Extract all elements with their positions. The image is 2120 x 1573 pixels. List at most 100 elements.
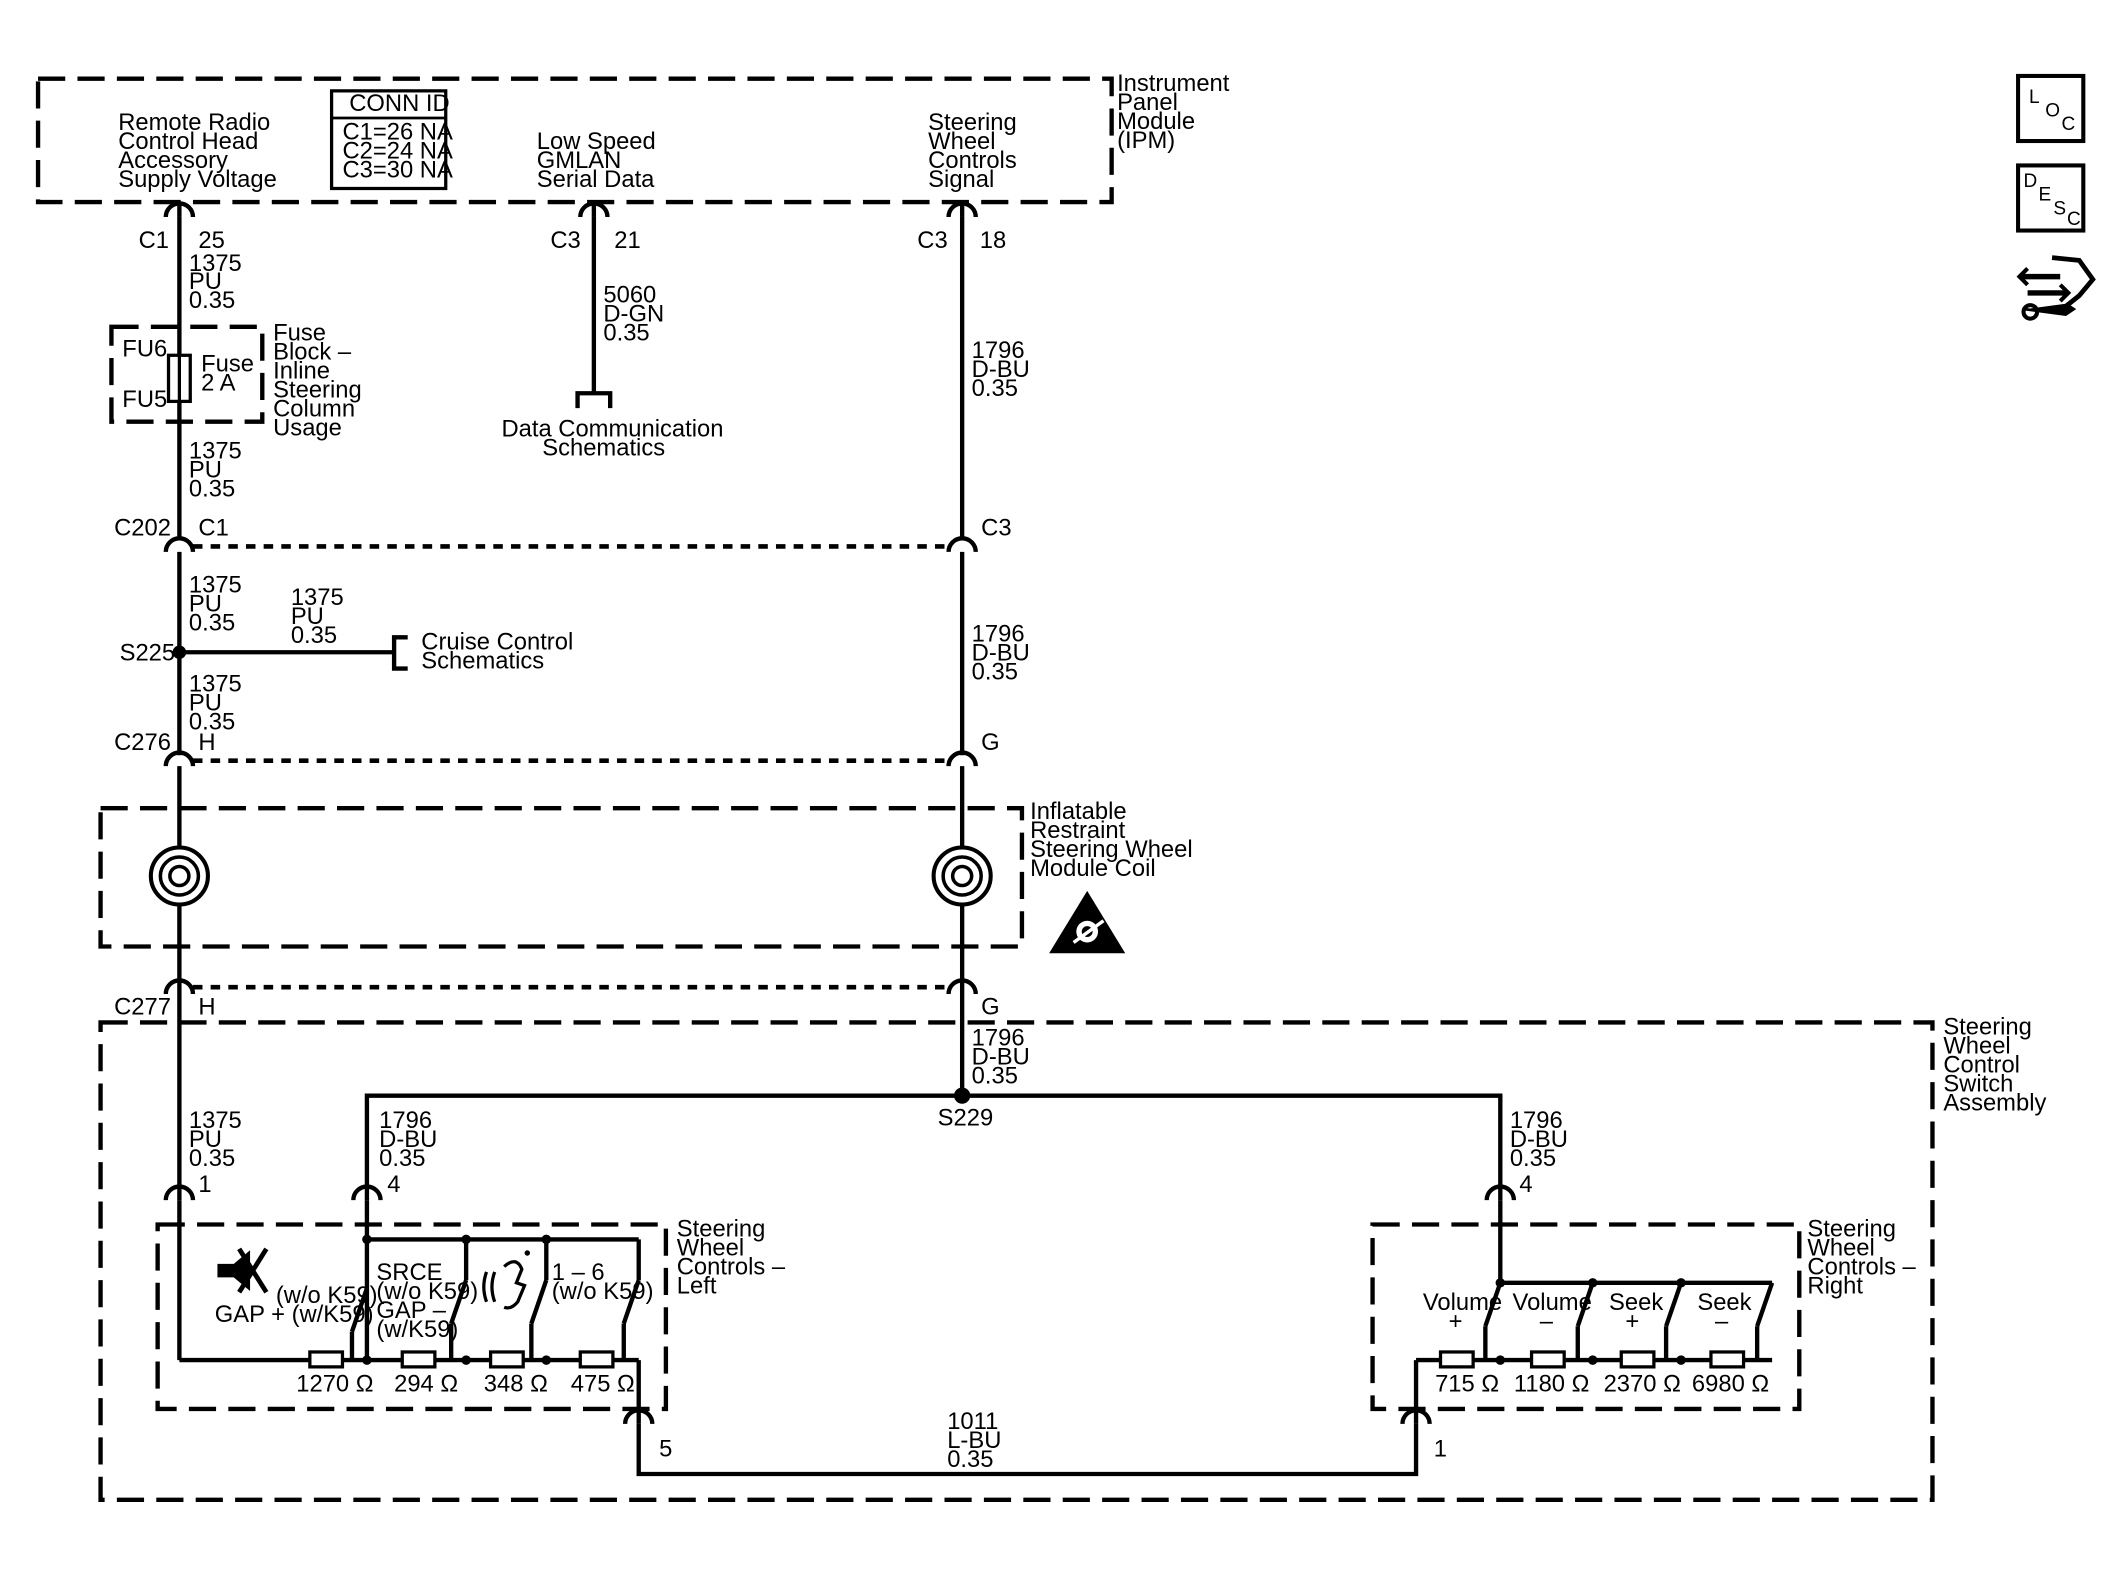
switch-label-volume-plus: Volume + [1423,1289,1502,1335]
data-comm-ref-bracket [575,391,613,409]
svg-text:1796: 1796 [972,337,1025,364]
svg-text:PU: PU [189,1126,222,1153]
connector-c1-pin25: C1 25 [139,201,225,254]
svg-text:1011: 1011 [947,1408,998,1435]
svg-text:PU: PU [189,591,222,618]
svg-text:0.35: 0.35 [189,1145,235,1172]
svg-text:Restraint: Restraint [1030,817,1126,844]
svg-text:Block –: Block – [273,338,352,365]
svg-text:(w/o K59): (w/o K59) [552,1278,654,1305]
svg-text:+: + [1625,1308,1639,1335]
svg-text:Wheel: Wheel [1943,1033,2010,1060]
connector-c202: C202 C1 C3 [114,515,1012,553]
fuse-block-box [109,324,265,424]
svg-text:Seek: Seek [1697,1289,1751,1316]
svg-text:1375: 1375 [189,437,242,464]
loc-icon[interactable]: L O C [2016,73,2086,144]
svg-text:S: S [2053,198,2066,219]
svg-text:Control: Control [1943,1052,2020,1079]
svg-text:1796: 1796 [972,620,1025,647]
svg-text:Supply Voltage: Supply Voltage [118,166,277,193]
svg-text:Volume: Volume [1513,1289,1592,1316]
svg-text:1796: 1796 [379,1107,432,1134]
svg-text:1: 1 [198,1171,211,1198]
switch-label-srce: SRCE (w/o K59) GAP – (w/K59) [376,1259,478,1343]
connector-repair-icon[interactable] [2016,255,2096,321]
connector-c3-pin18: C3 18 [917,201,1006,254]
switch-label-seek-plus: Seek + [1609,1289,1663,1335]
junction [1676,1355,1686,1365]
svg-text:Module: Module [1117,108,1195,135]
svg-text:0.35: 0.35 [379,1145,425,1172]
pin-label-remote-radio: Remote Radio Control Head Accessory Supp… [118,109,277,193]
svg-text:Schematics: Schematics [542,435,665,462]
swcsa-label: Steering Wheel Control Switch Assembly [1943,1014,2046,1117]
svg-text:L: L [2029,87,2040,108]
svg-text:D-GN: D-GN [603,300,664,327]
wire-label-1796-left: 1796 D-BU 0.35 [379,1107,437,1172]
resistor-value: 715 Ω [1435,1370,1499,1397]
svg-text:0.35: 0.35 [947,1446,993,1473]
wire-label-1375-cruise: 1375 PU 0.35 [291,584,344,649]
switch-label-seek-minus: Seek – [1697,1289,1751,1335]
svg-text:C1: C1 [139,227,169,254]
wire-label-1375-e: 1375 PU 0.35 [189,1107,242,1172]
resistor-value: 294 Ω [394,1370,458,1397]
coil-label: Inflatable Restraint Steering Wheel Modu… [1030,798,1193,882]
svg-text:Control Head: Control Head [118,128,258,155]
svg-text:D: D [2024,171,2038,192]
desc-icon[interactable]: D E S C [2016,163,2086,233]
svg-text:0.35: 0.35 [972,1062,1018,1089]
fuse-label: Fuse [201,351,254,378]
svg-text:Panel: Panel [1117,89,1178,116]
svg-text:H: H [198,993,215,1020]
svg-text:Serial Data: Serial Data [537,166,655,193]
svg-text:GAP –: GAP – [376,1297,446,1324]
svg-text:0.35: 0.35 [189,287,235,314]
swc-right-box [1370,1222,1802,1412]
svg-text:GMLAN: GMLAN [537,147,622,174]
svg-text:Fuse: Fuse [273,319,326,346]
svg-text:D-BU: D-BU [972,356,1030,383]
resistor-value: 348 Ω [484,1370,548,1397]
right-pin-4: 4 [1484,1171,1533,1201]
svg-text:D-BU: D-BU [1510,1126,1568,1153]
switch-seek-minus [1754,1282,1775,1361]
svg-text:D-BU: D-BU [379,1126,437,1153]
wire-label-1796-right: 1796 D-BU 0.35 [1510,1107,1568,1172]
left-pin-1: 1 [163,1171,212,1201]
svg-text:G: G [981,729,1000,756]
svg-text:25: 25 [198,227,224,254]
svg-text:Wheel: Wheel [1807,1235,1874,1262]
svg-text:S229: S229 [938,1105,994,1132]
wire-1796-branch [364,1093,1503,1201]
svg-text:18: 18 [980,227,1006,254]
pin-label-swc-signal: Steering Wheel Controls Signal [928,109,1017,193]
svg-text:(IPM): (IPM) [1117,127,1175,154]
svg-text:Steering Wheel: Steering Wheel [1030,836,1193,863]
svg-text:5060: 5060 [603,281,656,308]
svg-text:Inline: Inline [273,357,330,384]
svg-text:1796: 1796 [972,1025,1025,1052]
svg-text:0.35: 0.35 [291,622,337,649]
wire-label-1796-a: 1796 D-BU 0.35 [972,337,1030,402]
wire-label-1011: 1011 L-BU 0.35 [947,1408,1001,1473]
svg-text:PU: PU [189,690,222,717]
svg-text:Volume: Volume [1423,1289,1502,1316]
svg-text:1375: 1375 [189,1107,242,1134]
conn-id-row: C2=24 NA [342,138,453,165]
svg-text:(w/o K59): (w/o K59) [376,1278,478,1305]
airbag-warning-icon [1049,890,1126,954]
svg-text:5: 5 [659,1435,672,1462]
swc-left-label: Steering Wheel Controls – Left [677,1216,786,1300]
svg-text:Cruise Control: Cruise Control [421,629,573,656]
resistor-value: 2370 Ω [1604,1370,1681,1397]
svg-text:C3: C3 [917,227,947,254]
wire-label-1375-d: 1375 PU 0.35 [189,671,242,736]
resistor [1709,1350,1746,1369]
switch-label-1-6: 1 – 6 (w/o K59) [552,1259,654,1305]
svg-text:Switch: Switch [1943,1071,2013,1098]
resistor-value: 6980 Ω [1692,1370,1769,1397]
svg-text:1375: 1375 [189,671,242,698]
fuse-2a [166,353,192,404]
